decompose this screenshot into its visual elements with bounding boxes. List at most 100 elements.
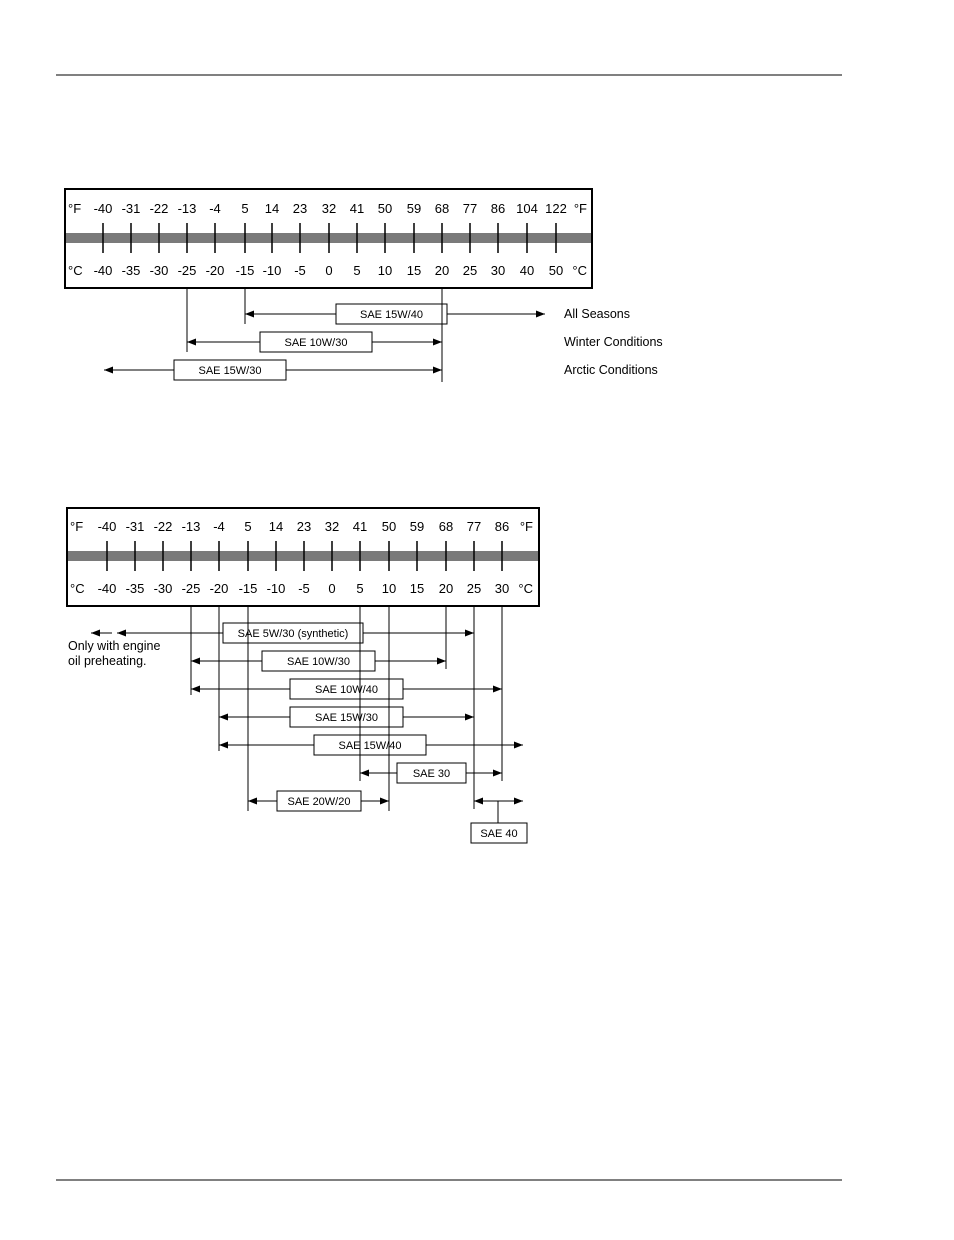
fahrenheit-tick-label: -4: [213, 519, 225, 534]
condition-label: Winter Conditions: [564, 335, 663, 349]
fahrenheit-tick-label: 23: [293, 201, 307, 216]
fahrenheit-unit-left: °F: [68, 201, 81, 216]
celsius-tick-label: -20: [206, 263, 225, 278]
viscosity-range-row: SAE 10W/40: [191, 678, 502, 700]
range-arrow-right: [536, 310, 545, 318]
range-arrow-right: [433, 366, 442, 374]
celsius-tick-label: 25: [467, 581, 481, 596]
celsius-unit-left: °C: [68, 263, 83, 278]
celsius-tick-label: -10: [267, 581, 286, 596]
range-arrow-left: [104, 366, 113, 374]
fahrenheit-tick-label: 59: [410, 519, 424, 534]
celsius-unit-right: °C: [572, 263, 587, 278]
celsius-tick-label: -40: [94, 263, 113, 278]
viscosity-range-row: SAE 40: [470, 797, 528, 844]
celsius-tick-label: 20: [435, 263, 449, 278]
viscosity-range-row: SAE 15W/40: [219, 734, 523, 756]
celsius-unit-left: °C: [70, 581, 85, 596]
viscosity-range-row: SAE 5W/30 (synthetic): [117, 622, 474, 644]
range-arrow-left: [117, 629, 126, 637]
celsius-tick-label: -30: [154, 581, 173, 596]
celsius-tick-label: 15: [407, 263, 421, 278]
fahrenheit-tick-label: 104: [516, 201, 538, 216]
celsius-tick-label: -25: [178, 263, 197, 278]
celsius-tick-label: 0: [328, 581, 335, 596]
fahrenheit-tick-label: 68: [439, 519, 453, 534]
range-arrow-right: [465, 713, 474, 721]
range-label: SAE 10W/30: [285, 337, 348, 349]
range-arrow-left: [474, 797, 483, 805]
condition-label: Arctic Conditions: [564, 363, 658, 377]
celsius-tick-label: 15: [410, 581, 424, 596]
fahrenheit-tick-label: -40: [94, 201, 113, 216]
range-arrow-right: [437, 657, 446, 665]
range-label: SAE 40: [480, 828, 517, 840]
range-arrow-right: [514, 741, 523, 749]
fahrenheit-tick-label: 77: [463, 201, 477, 216]
preheating-note-line-2: oil preheating.: [68, 654, 147, 668]
viscosity-range-row: SAE 20W/20: [248, 790, 389, 812]
fahrenheit-tick-label: 23: [297, 519, 311, 534]
scale-frame: [66, 507, 540, 607]
fahrenheit-tick-label: -31: [126, 519, 145, 534]
celsius-tick-label: 25: [463, 263, 477, 278]
celsius-tick-label: -30: [150, 263, 169, 278]
range-label-box: [222, 622, 364, 644]
celsius-tick-label: 50: [549, 263, 563, 278]
fahrenheit-unit-right: °F: [574, 201, 587, 216]
viscosity-range-row: SAE 10W/30: [191, 650, 446, 672]
range-label-box: [470, 822, 528, 844]
celsius-tick-label: -5: [298, 581, 310, 596]
fahrenheit-tick-label: 5: [241, 201, 248, 216]
range-arrow-right: [493, 769, 502, 777]
fahrenheit-tick-label: 5: [244, 519, 251, 534]
celsius-tick-label: 30: [491, 263, 505, 278]
range-arrow-left: [360, 769, 369, 777]
preheating-arrow-head: [91, 629, 100, 637]
range-label-box: [289, 678, 404, 700]
celsius-tick-label: 5: [356, 581, 363, 596]
condition-label: All Seasons: [564, 307, 630, 321]
range-arrow-right: [514, 797, 523, 805]
range-label: SAE 15W/40: [339, 740, 402, 752]
fahrenheit-tick-label: -22: [154, 519, 173, 534]
range-label: SAE 10W/40: [315, 684, 378, 696]
range-label-box: [261, 650, 376, 672]
range-label-box: [259, 331, 373, 353]
fahrenheit-tick-label: 50: [378, 201, 392, 216]
fahrenheit-tick-label: 59: [407, 201, 421, 216]
range-arrow-right: [465, 629, 474, 637]
celsius-tick-label: 0: [325, 263, 332, 278]
fahrenheit-tick-label: -40: [98, 519, 117, 534]
celsius-tick-label: -15: [236, 263, 255, 278]
range-arrow-left: [191, 685, 200, 693]
range-arrow-right: [493, 685, 502, 693]
range-label-box: [396, 762, 467, 784]
viscosity-range-row: SAE 15W/40 All Seasons: [245, 303, 630, 325]
fahrenheit-tick-label: -31: [122, 201, 141, 216]
fahrenheit-tick-label: 50: [382, 519, 396, 534]
celsius-tick-label: 20: [439, 581, 453, 596]
range-arrow-left: [219, 713, 228, 721]
celsius-tick-label: 40: [520, 263, 534, 278]
fahrenheit-tick-label: 32: [325, 519, 339, 534]
celsius-tick-label: -35: [126, 581, 145, 596]
fahrenheit-tick-label: -13: [182, 519, 201, 534]
range-arrow-left: [191, 657, 200, 665]
celsius-tick-label: 30: [495, 581, 509, 596]
viscosity-range-row: SAE 15W/30: [219, 706, 474, 728]
scale-frame: [64, 188, 593, 289]
fahrenheit-tick-label: 41: [353, 519, 367, 534]
celsius-tick-label: 10: [378, 263, 392, 278]
range-arrow-left: [245, 310, 254, 318]
range-label: SAE 15W/40: [360, 309, 423, 321]
fahrenheit-tick-label: -22: [150, 201, 169, 216]
range-label: SAE 15W/30: [315, 712, 378, 724]
viscosity-range-row: SAE 30: [360, 762, 502, 784]
fahrenheit-tick-label: 14: [269, 519, 283, 534]
range-label-box: [335, 303, 448, 325]
scale-band: [68, 551, 538, 561]
fahrenheit-unit-left: °F: [70, 519, 83, 534]
range-label-box: [313, 734, 427, 756]
